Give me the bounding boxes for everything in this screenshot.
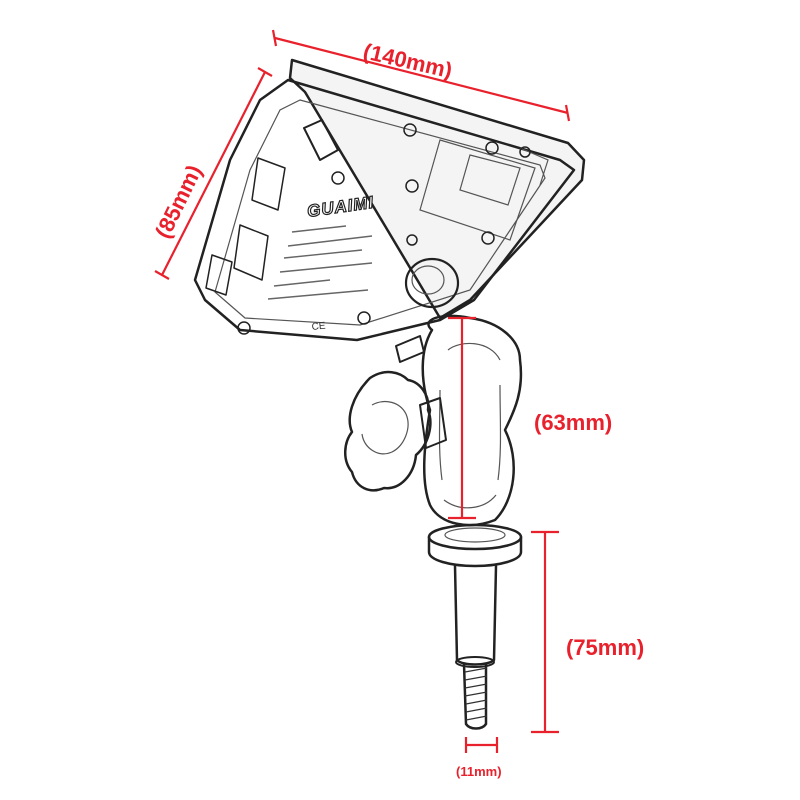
thread-label: (11mm) [456, 764, 502, 779]
brand-logo: GUAIMI [306, 193, 376, 221]
socket-arm [421, 314, 523, 527]
stem [453, 564, 498, 668]
spec-text-lines [267, 225, 373, 300]
dimension-thread: (11mm) [456, 737, 502, 779]
screw-icon [237, 123, 531, 335]
dimension-arm: (63mm) [448, 316, 612, 520]
arm-label: (63mm) [534, 410, 612, 435]
base-collar [427, 523, 523, 568]
dimension-height: (85mm) [150, 67, 273, 280]
ce-mark: CE [311, 321, 326, 333]
clamp-knob [344, 370, 447, 492]
width-label: (140mm) [361, 39, 455, 84]
dimension-stem: (75mm) [531, 530, 644, 734]
stem-label: (75mm) [566, 635, 644, 660]
threaded-bolt [462, 662, 488, 730]
